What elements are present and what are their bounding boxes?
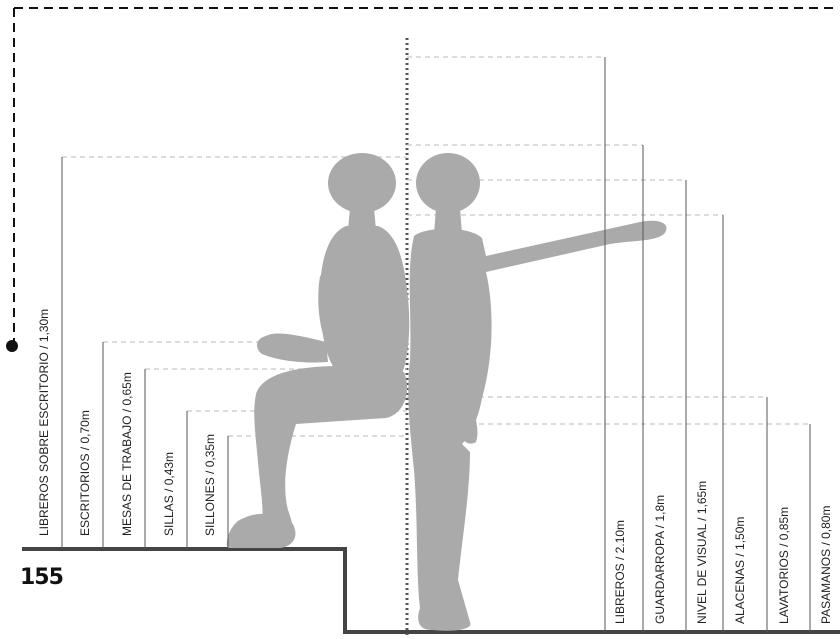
standing-label: NIVEL DE VISUAL / 1,65m (695, 481, 709, 624)
standing-label: LAVATORIOS / 0,85m (777, 507, 791, 624)
seated-label: ESCRITORIOS / 0,70m (78, 410, 92, 536)
seated-figure (226, 153, 410, 548)
seated-measure-lines (61, 157, 229, 549)
seated-label: MESAS DE TRABAJO / 0,65m (120, 372, 134, 536)
standing-label: ALACENAS / 1,50m (733, 517, 747, 624)
seated-label: SILLAS / 0,43m (162, 452, 176, 536)
dashed-frame (6, 7, 838, 352)
seated-label: SILLONES / 0,35m (203, 434, 217, 536)
page-number: 155 (20, 565, 64, 590)
standing-labels: LIBREROS / 2.10m GUARDARROPA / 1,8m NIVE… (613, 481, 833, 624)
standing-label: PASAMANOS / 0,80m (819, 506, 833, 624)
seated-labels: LIBREROS SOBRE ESCRITORIO / 1,30m ESCRIT… (37, 309, 217, 536)
seated-label: LIBREROS SOBRE ESCRITORIO / 1,30m (37, 309, 51, 536)
standing-measure-lines (604, 57, 811, 632)
frame-bullet-icon (6, 340, 18, 352)
standing-figure (408, 153, 667, 631)
standing-label: LIBREROS / 2.10m (613, 520, 627, 624)
standing-label: GUARDARROPA / 1,8m (653, 495, 667, 624)
floor-step (22, 547, 840, 634)
